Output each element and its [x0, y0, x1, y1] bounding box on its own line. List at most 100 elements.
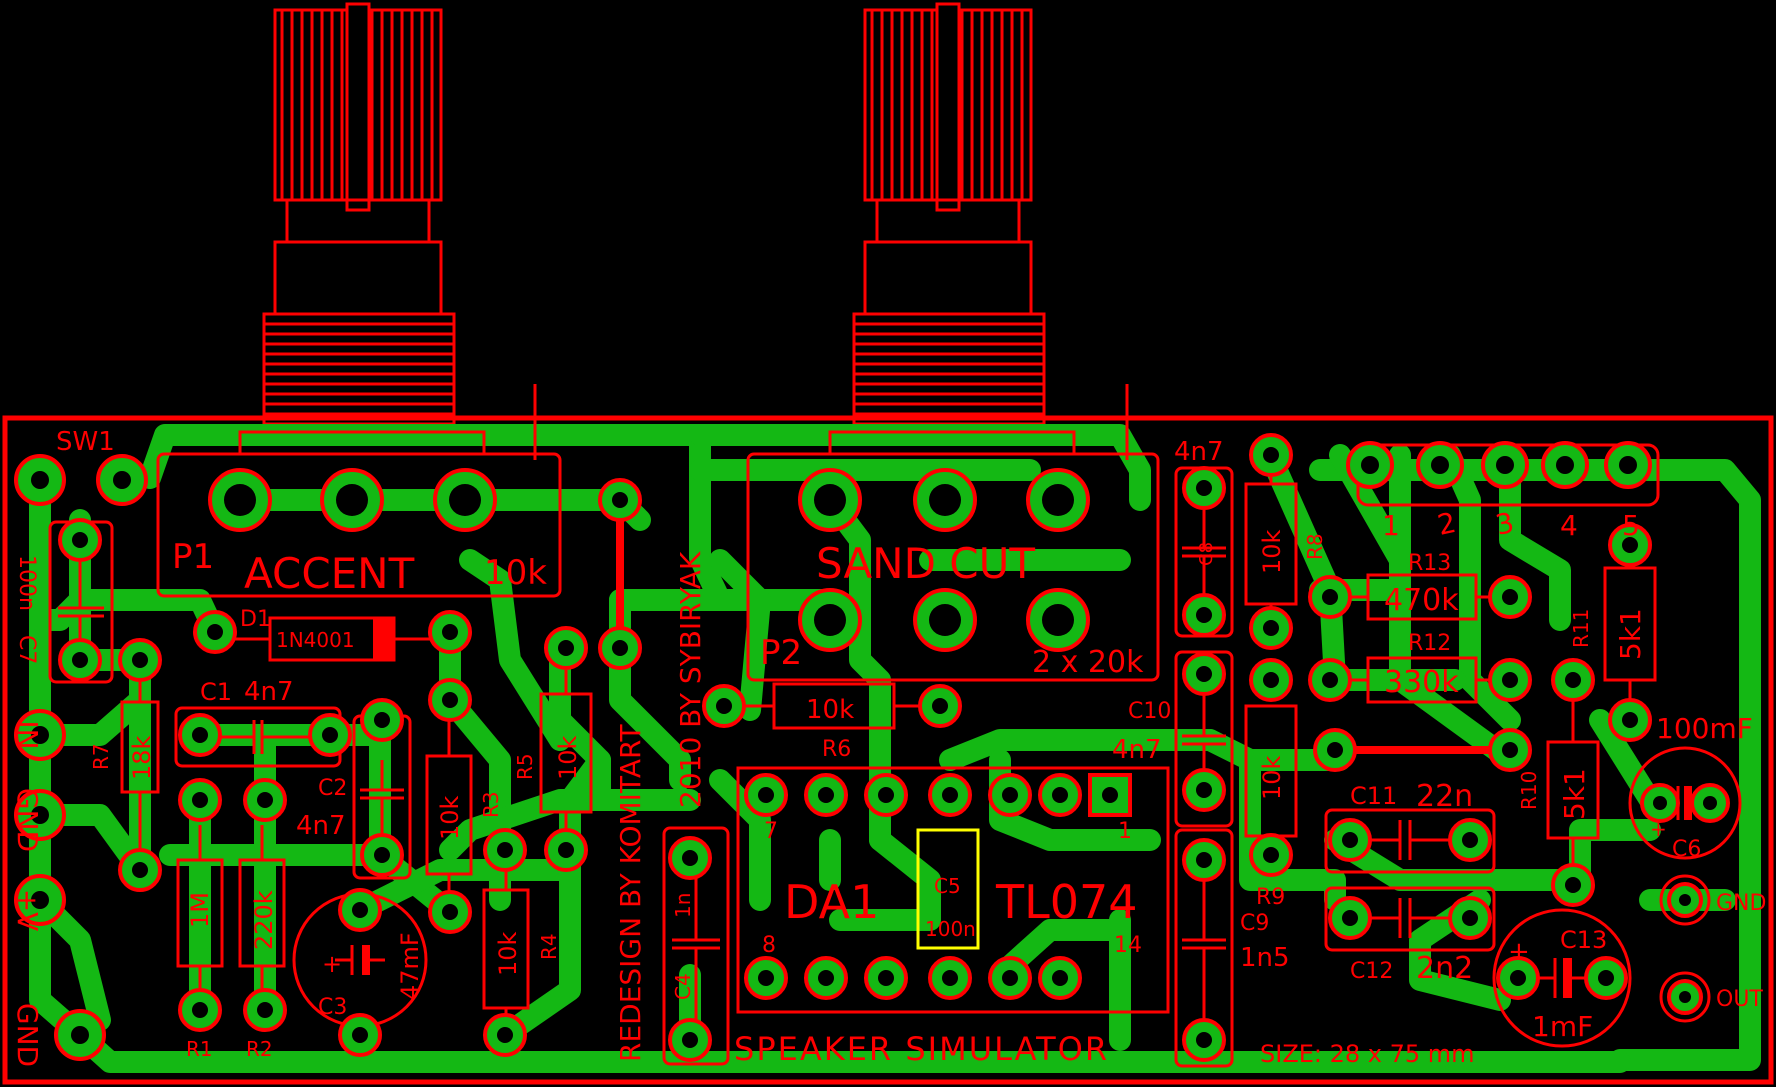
pad-drill-hole [1556, 456, 1574, 474]
pad-drill-hole [497, 842, 513, 858]
pad-drill-hole [1619, 456, 1637, 474]
pad-drill-hole [1622, 537, 1638, 553]
r9-value: 10k [1258, 755, 1286, 800]
silkscreen-labels: IN GND +V GND SW1 P1 ACCENT 10k P2 SAND … [11, 427, 1766, 1068]
header-pin-5: 5 [1622, 509, 1640, 542]
pad-drill-hole [72, 652, 88, 668]
pad-drill-hole [1263, 847, 1279, 863]
r10-value: 5k1 [1558, 768, 1591, 820]
pad-drill-hole [1042, 484, 1074, 516]
c6-value: 100mF [1656, 712, 1753, 745]
pad-drill-hole [932, 698, 948, 714]
board-size-note: SIZE: 28 x 75 mm [1260, 1040, 1475, 1068]
pad-drill-hole [716, 698, 732, 714]
pot-p1-value: 10k [484, 553, 547, 593]
pad-drill-hole [758, 787, 774, 803]
c11-ref: C11 [1350, 782, 1397, 810]
pad-drill-hole [1510, 970, 1526, 986]
pad-drill-hole [682, 850, 698, 866]
pad-drill-hole [1196, 782, 1212, 798]
edge-label-vplus: +V [11, 889, 44, 932]
pad-drill-hole [1002, 787, 1018, 803]
pad-drill-hole [1052, 970, 1068, 986]
pad-drill-hole [442, 692, 458, 708]
c1-value: 4n7 [244, 677, 294, 707]
c13-ref: C13 [1560, 926, 1607, 954]
pad-drill-hole [336, 484, 368, 516]
r2-ref: R2 [246, 1037, 273, 1061]
pad-drill-hole [449, 484, 481, 516]
ic-pin14: 14 [1114, 933, 1142, 958]
r3-ref: R3 [479, 791, 503, 818]
ic-ref: DA1 [784, 875, 879, 929]
edge-label-gnd-bottom: GND [11, 1003, 44, 1067]
pad-drill-hole [1002, 970, 1018, 986]
sw1-label: SW1 [56, 427, 115, 457]
pad-drill-hole [132, 862, 148, 878]
r7-ref: R7 [89, 743, 113, 770]
board-outline [2, 415, 1774, 1085]
pad-drill-hole [1653, 796, 1667, 810]
pad-drill-hole [1322, 672, 1338, 688]
pad-drill-hole [192, 727, 208, 743]
pad-drill-hole [1598, 970, 1614, 986]
pad-gnd-label: GND [1716, 891, 1766, 916]
pad-drill-hole [818, 787, 834, 803]
pad-drill-hole [1042, 604, 1074, 636]
credit-redesign: REDESIGN BY KOMITART [614, 724, 647, 1062]
r3-value: 10k [436, 795, 464, 840]
pad-drill-hole [929, 604, 961, 636]
pad-drill-hole [72, 532, 88, 548]
pad-drill-hole [1679, 894, 1691, 906]
c7-ref: C7 [14, 635, 39, 664]
pad-drill-hole [207, 624, 223, 640]
d1-ref: D1 [240, 607, 271, 632]
pad-drill-hole [758, 970, 774, 986]
ic-pin1: 1 [1118, 819, 1132, 844]
project-title: SPEAKER SIMULATOR [734, 1030, 1109, 1068]
pad-drill-hole [1322, 589, 1338, 605]
c3-plus-mark: + [322, 950, 342, 978]
pot-p2-name: SAND CUT [816, 539, 1035, 588]
r13-ref: R13 [1408, 551, 1451, 576]
d1-value: 1N4001 [276, 628, 355, 652]
pad-drill-hole [1263, 672, 1279, 688]
pad-drill-hole [322, 727, 338, 743]
c6-plus-mark: + [1650, 817, 1667, 841]
pad-drill-hole [31, 891, 49, 909]
pad-drill-hole [1502, 742, 1518, 758]
pad-drill-hole [374, 847, 390, 863]
r8-ref: R8 [1303, 533, 1327, 560]
pad-drill-hole [1462, 832, 1478, 848]
pad-drill-hole [929, 484, 961, 516]
pad-drill-hole [1622, 712, 1638, 728]
credit-year: 2010 BY SYBIRYAK [674, 551, 707, 808]
c11-value: 22n [1416, 779, 1473, 814]
r5-ref: R5 [513, 753, 537, 780]
pad-drill-hole [352, 902, 368, 918]
pad-drill-hole [1263, 447, 1279, 463]
c4-ref: C4 [671, 973, 695, 1000]
pad-drill-hole [814, 604, 846, 636]
pad-drill-hole [192, 792, 208, 808]
pot-p1-name: ACCENT [244, 549, 415, 598]
header-pin-4: 4 [1560, 509, 1578, 542]
c4-value: 1n [671, 893, 695, 918]
r10-ref: R10 [1517, 771, 1541, 810]
pad-drill-hole [942, 970, 958, 986]
pad-drill-hole [1462, 910, 1478, 926]
c2-value: 4n7 [296, 811, 346, 841]
pad-drill-hole [1196, 1032, 1212, 1048]
edge-label-gnd-top: GND [11, 788, 44, 852]
pad-drill-hole [224, 484, 256, 516]
r8-value: 10k [1258, 529, 1286, 574]
pad-drill-hole [1102, 787, 1118, 803]
pad-drill-hole [1502, 589, 1518, 605]
c3-value: 47mF [396, 932, 424, 1000]
pad-drill-hole [1327, 742, 1343, 758]
pad-drill-hole [1679, 991, 1691, 1003]
c3-ref: C3 [318, 995, 347, 1020]
pad-drill-hole [558, 640, 574, 656]
pad-drill-hole [192, 1002, 208, 1018]
pad-drill-hole [1565, 877, 1581, 893]
